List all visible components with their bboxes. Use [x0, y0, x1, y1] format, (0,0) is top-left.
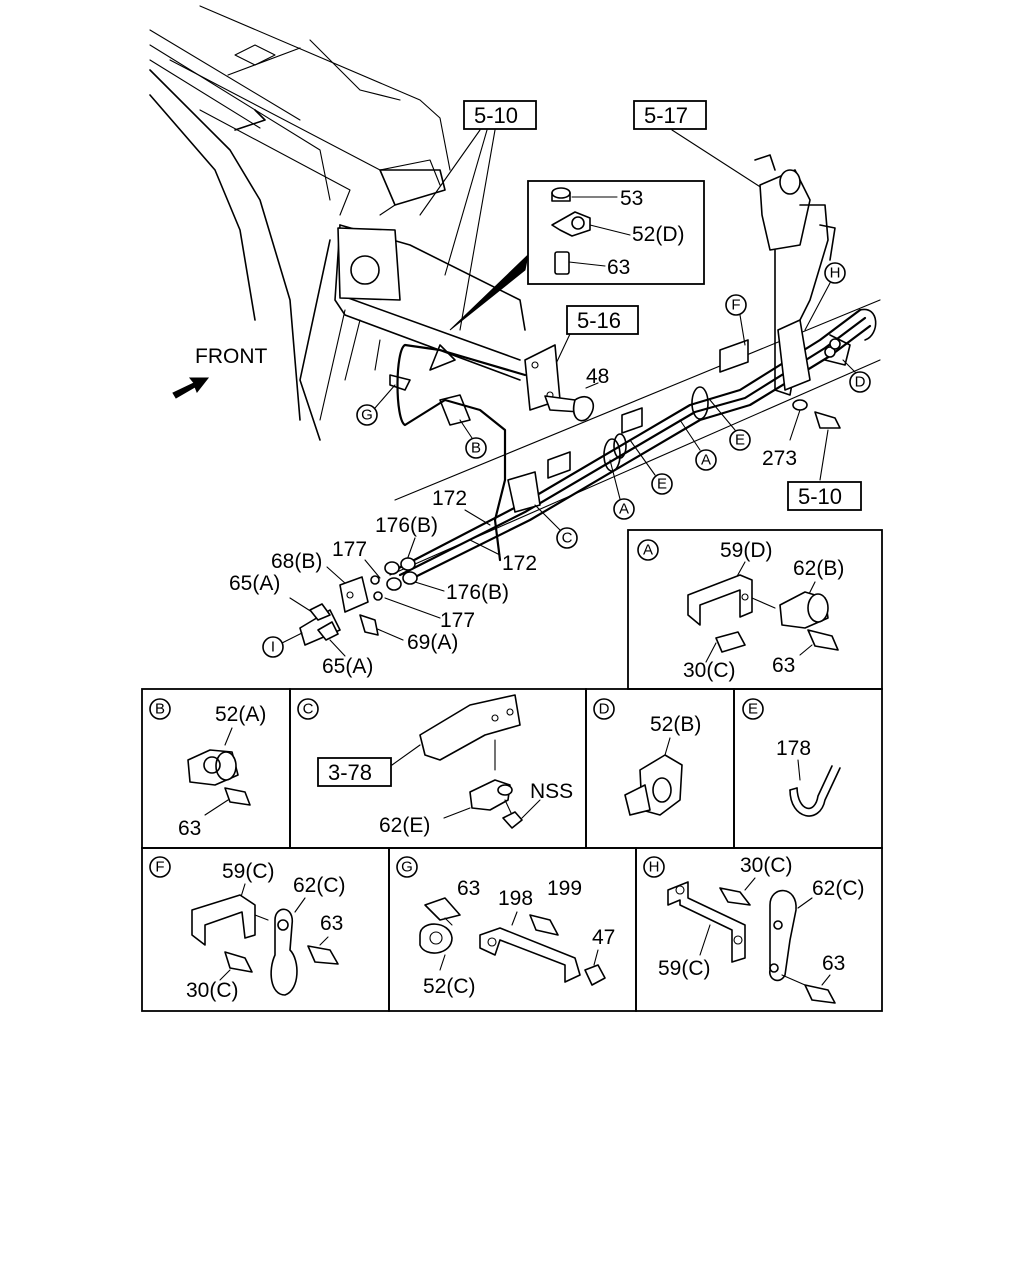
svg-text:A: A [701, 452, 711, 469]
svg-text:63: 63 [772, 654, 795, 677]
svg-text:C: C [562, 530, 573, 547]
svg-text:172: 172 [502, 552, 537, 575]
svg-text:65(A): 65(A) [322, 655, 373, 678]
inset-clip-detail: 53 52(D) 63 [449, 180, 705, 331]
svg-text:52(B): 52(B) [650, 713, 701, 736]
svg-text:172: 172 [432, 487, 467, 510]
svg-text:53: 53 [620, 187, 643, 210]
svg-text:48: 48 [586, 365, 609, 388]
svg-text:52(A): 52(A) [215, 703, 266, 726]
svg-text:176(B): 176(B) [375, 514, 438, 537]
svg-text:68(B): 68(B) [271, 550, 322, 573]
svg-text:FRONT: FRONT [195, 345, 267, 368]
front-arrow-icon [172, 377, 210, 399]
main-callouts: G B C A E A E F H D I [262, 262, 871, 658]
svg-text:62(B): 62(B) [793, 557, 844, 580]
svg-text:G: G [361, 407, 373, 424]
svg-text:62(E): 62(E) [379, 814, 430, 837]
svg-text:63: 63 [457, 877, 480, 900]
svg-text:H: H [830, 265, 841, 282]
svg-text:59(C): 59(C) [222, 860, 275, 883]
lower-left-fittings: 172 172 176(B) 177 176(B) 177 68(B) 65(A… [229, 487, 537, 678]
svg-text:176(B): 176(B) [446, 581, 509, 604]
svg-text:178: 178 [776, 737, 811, 760]
svg-text:199: 199 [547, 877, 582, 900]
svg-text:52(D): 52(D) [632, 223, 685, 246]
svg-text:NSS: NSS [530, 780, 573, 803]
svg-text:E: E [748, 701, 758, 718]
panel-b: B 52(A) 63 [141, 688, 291, 849]
svg-text:5-17: 5-17 [644, 103, 688, 128]
svg-text:63: 63 [822, 952, 845, 975]
front-indicator: FRONT [172, 345, 267, 399]
svg-text:E: E [735, 432, 745, 449]
svg-text:59(C): 59(C) [658, 957, 711, 980]
svg-text:A: A [619, 501, 629, 518]
svg-text:E: E [657, 476, 667, 493]
svg-text:69(A): 69(A) [407, 631, 458, 654]
panel-f: F 59(C) 62(C) 63 30(C) [141, 847, 390, 1012]
svg-text:62(C): 62(C) [293, 874, 346, 897]
svg-text:177: 177 [440, 609, 475, 632]
svg-text:65(A): 65(A) [229, 572, 280, 595]
svg-text:177: 177 [332, 538, 367, 561]
svg-text:D: D [599, 701, 610, 718]
svg-text:63: 63 [178, 817, 201, 840]
ref-5-17: 5-17 [633, 100, 766, 191]
svg-text:C: C [303, 701, 314, 718]
svg-text:62(C): 62(C) [812, 877, 865, 900]
svg-text:3-78: 3-78 [328, 760, 372, 785]
panel-a: A 59(D) 62(B) 30(C) 63 [627, 529, 883, 690]
svg-text:5-16: 5-16 [577, 308, 621, 333]
svg-text:63: 63 [320, 912, 343, 935]
svg-text:5-10: 5-10 [474, 103, 518, 128]
svg-text:30(C): 30(C) [740, 854, 793, 877]
svg-text:273: 273 [762, 447, 797, 470]
svg-text:30(C): 30(C) [683, 659, 736, 682]
panel-e: E 178 [733, 688, 883, 849]
svg-text:47: 47 [592, 926, 615, 949]
svg-text:198: 198 [498, 887, 533, 910]
svg-text:59(D): 59(D) [720, 539, 773, 562]
svg-text:H: H [649, 859, 660, 876]
svg-text:5-10: 5-10 [798, 484, 842, 509]
pipe-assembly: 273 5-10 [389, 154, 881, 584]
svg-text:D: D [855, 374, 866, 391]
chassis-frame [149, 5, 526, 441]
panel-g: G 63 52(C) 198 199 47 [388, 847, 637, 1012]
svg-text:63: 63 [607, 256, 630, 279]
svg-text:G: G [401, 859, 413, 876]
svg-text:A: A [643, 542, 653, 559]
ref-5-16: 5-16 48 [524, 305, 639, 422]
panel-d: D 52(B) [585, 688, 735, 849]
svg-text:I: I [271, 639, 275, 656]
svg-text:52(C): 52(C) [423, 975, 476, 998]
svg-text:F: F [731, 297, 740, 314]
svg-text:B: B [155, 701, 165, 718]
svg-text:30(C): 30(C) [186, 979, 239, 1002]
ref-5-10-top: 5-10 [419, 100, 537, 331]
panel-h: H 59(C) 30(C) 62(C) 63 [635, 847, 883, 1012]
cable-tie-icon [789, 765, 841, 817]
svg-text:F: F [155, 859, 164, 876]
svg-text:B: B [471, 440, 481, 457]
panel-c: C 3-78 62(E) NSS [289, 688, 587, 849]
